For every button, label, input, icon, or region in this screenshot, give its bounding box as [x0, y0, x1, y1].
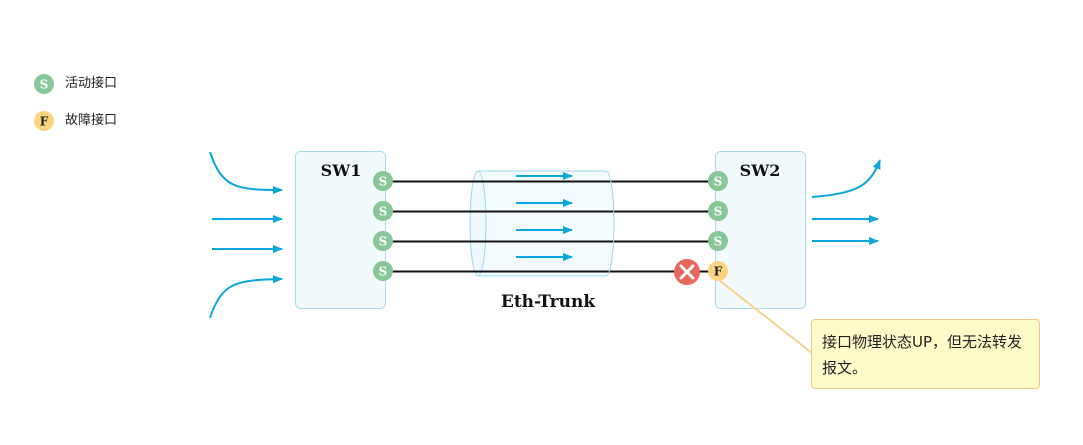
callout-pointer: [719, 280, 813, 354]
switch-sw2: SW2: [715, 151, 806, 309]
arrow-right-icon: [209, 151, 283, 194]
sw1-port-3: S: [373, 231, 393, 251]
legend-faulty-marker: F: [34, 111, 54, 131]
sw2-port-3: S: [708, 231, 728, 251]
svg-text:S: S: [714, 175, 723, 189]
sw1-ports: S S S S: [373, 171, 393, 281]
svg-text:S: S: [379, 205, 388, 219]
fault-callout: 接口物理状态UP，但无法转发报文。: [811, 319, 1040, 389]
sw2-port-2: S: [708, 201, 728, 221]
eth-trunk-label: Eth-Trunk: [501, 292, 597, 312]
switch-sw1: SW1: [295, 151, 386, 309]
sw2-ports: S S S F: [708, 171, 728, 281]
switch-sw1-label: SW1: [321, 161, 362, 180]
arrow-right-icon: [209, 275, 283, 319]
trunk-traffic-arrows: [516, 172, 573, 261]
member-links: [383, 180, 718, 273]
sw2-port-4-faulty: F: [708, 261, 728, 281]
svg-text:S: S: [40, 78, 49, 92]
legend-active-label: 活动接口: [65, 76, 118, 91]
svg-text:S: S: [714, 235, 723, 249]
sw1-port-1: S: [373, 171, 393, 191]
svg-text:S: S: [379, 235, 388, 249]
eth-trunk-cylinder-front: [478, 170, 615, 277]
sw1-port-2: S: [373, 201, 393, 221]
svg-text:S: S: [379, 265, 388, 279]
incoming-traffic-arrows: [209, 151, 283, 319]
legend-active-marker: S: [34, 74, 54, 94]
switch-sw2-label: SW2: [740, 161, 781, 180]
eth-trunk-bundle: [469, 170, 615, 277]
sw2-port-1: S: [708, 171, 728, 191]
sw1-port-4: S: [373, 261, 393, 281]
arrow-right-icon: [811, 159, 881, 198]
svg-text:F: F: [40, 115, 49, 129]
x-circle-icon: [674, 259, 700, 285]
svg-text:F: F: [714, 265, 723, 279]
svg-text:S: S: [714, 205, 723, 219]
svg-text:S: S: [379, 175, 388, 189]
fault-callout-text: 接口物理状态UP，但无法转发报文。: [822, 333, 1023, 377]
legend-faulty-label: 故障接口: [65, 113, 118, 128]
outgoing-traffic-arrows: [811, 159, 881, 245]
